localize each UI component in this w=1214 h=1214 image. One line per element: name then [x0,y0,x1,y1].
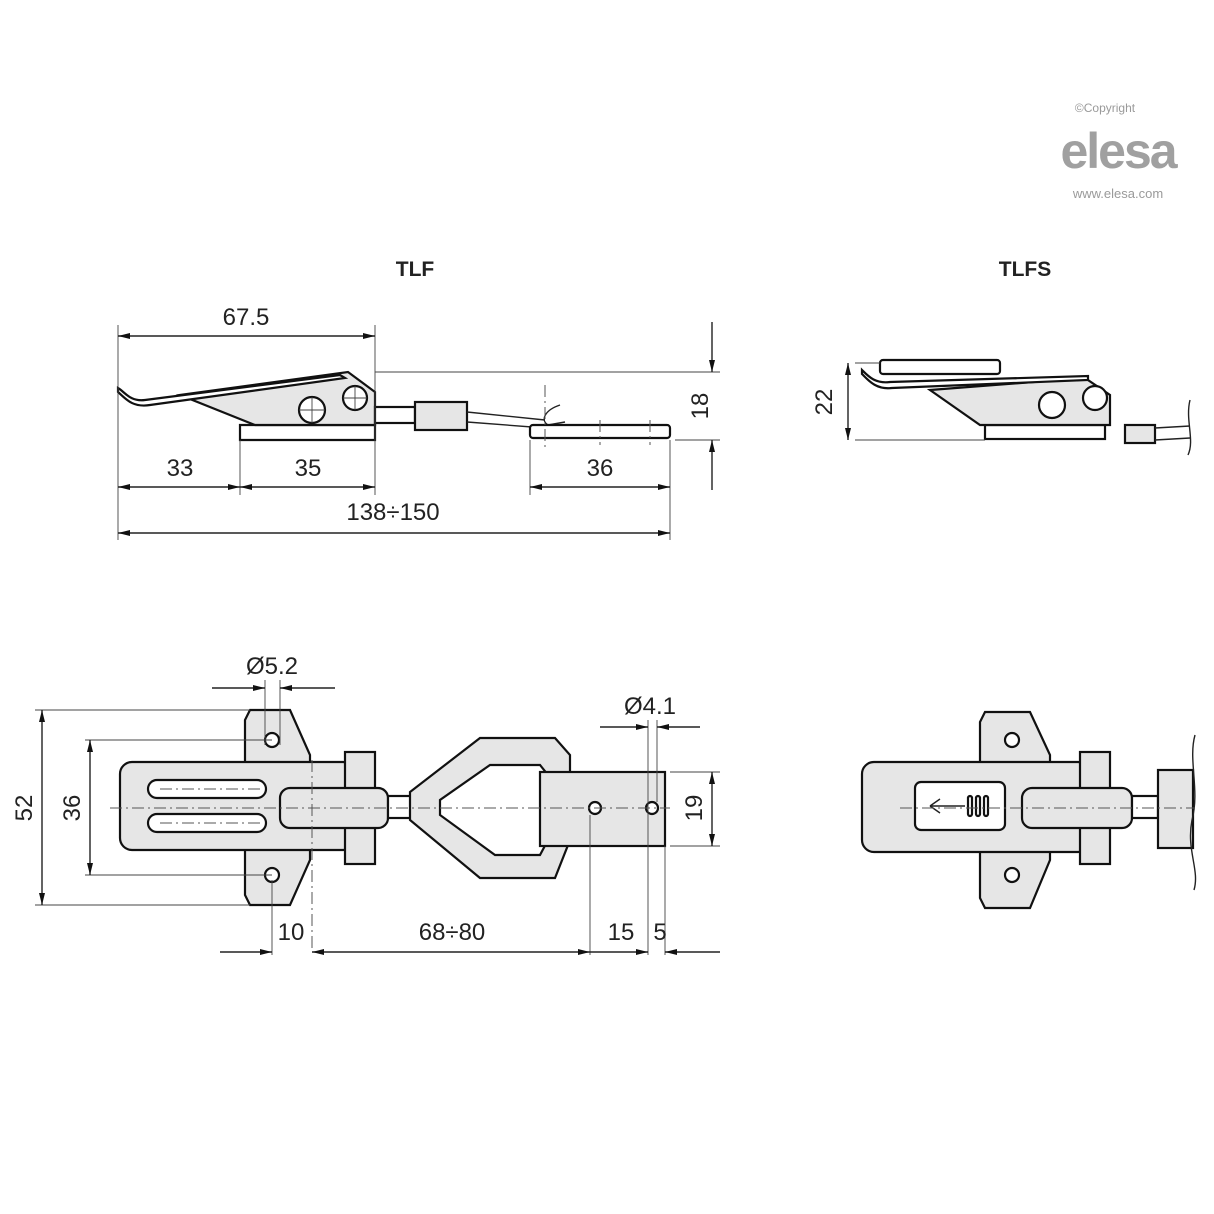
tlf-title: TLF [396,258,435,281]
dim-centre-distance: 68÷80 [419,919,486,946]
elesa-logo: ©Copyright elesa www.elesa.com [1060,101,1180,201]
dim-height: 18 [687,393,714,420]
dim-total-length: 138÷150 [346,499,439,526]
copyright-text: ©Copyright [1075,101,1136,115]
dim-hole-dia-base: Ø5.2 [246,653,298,680]
dim-base-width: 52 [11,795,38,822]
brand-url: www.elesa.com [1072,186,1163,201]
tlfs-side-view [845,358,1192,456]
tlfs-plan-view [860,710,1197,910]
dim-hole-spacing: 36 [59,795,86,822]
dim-keeper-hole-spacing: 15 [608,919,635,946]
dim-lever-length: 67.5 [223,304,270,331]
dim-keeper-length: 36 [587,455,614,482]
tlf-plan-view [35,680,720,955]
dim-keeper-edge: 5 [653,919,666,946]
dim-base-length: 35 [295,455,322,482]
tlfs-title: TLFS [999,258,1052,281]
dim-tlfs-height: 22 [811,389,838,416]
tlf-side-view [116,322,720,540]
dim-hole-offset: 10 [278,919,305,946]
brand-name: elesa [1060,123,1178,179]
dim-left-offset: 33 [167,455,194,482]
dim-keeper-width: 19 [681,795,708,822]
dim-hole-dia-keeper: Ø4.1 [624,693,676,720]
